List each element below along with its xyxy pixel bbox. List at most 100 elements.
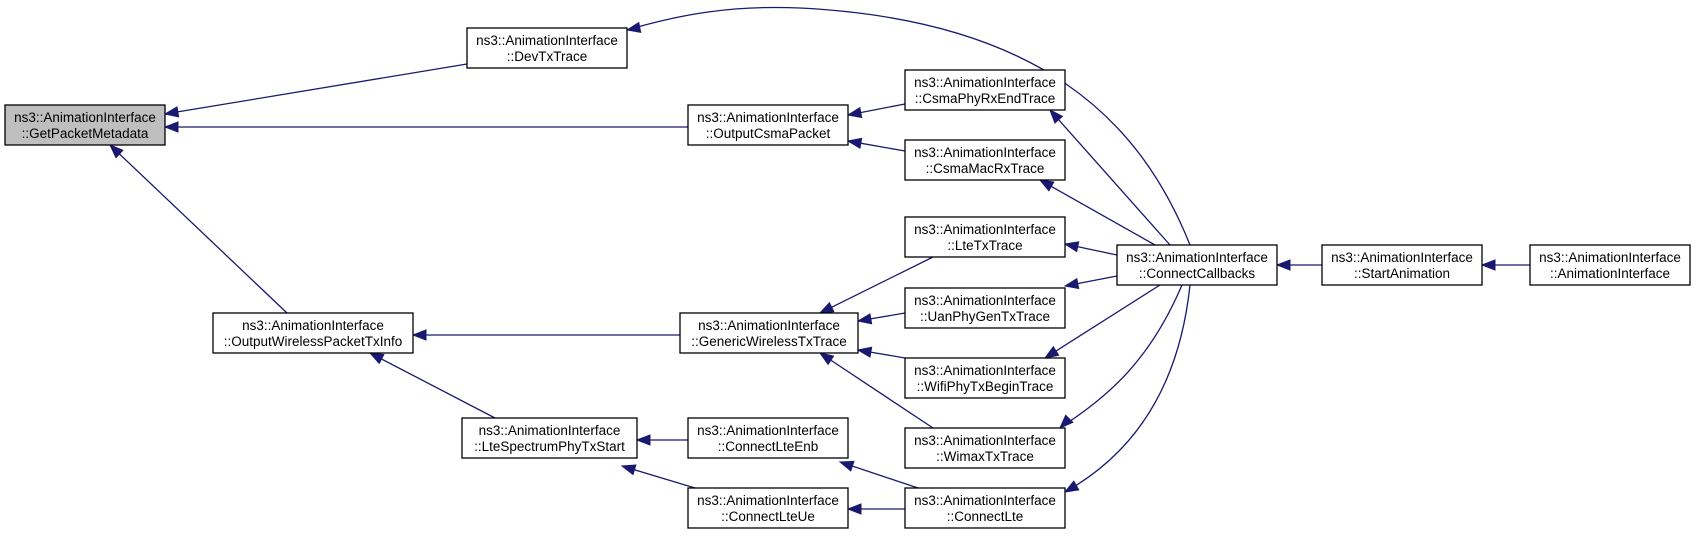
node-csma-phy-rx-end-trace[interactable]: ns3::AnimationInterface::CsmaPhyRxEndTra… [904,69,1066,111]
node-dev-tx-trace[interactable]: ns3::AnimationInterface::DevTxTrace [466,27,628,69]
node-start-animation-method-label: ::StartAnimation [1354,266,1450,281]
node-generic-wireless-tx-trace-box [679,312,859,354]
node-lte-spectrum-phy-tx-start-box [461,417,638,459]
edge-connlte-to-connlteenb-line [851,465,919,489]
node-connect-lte-box [904,487,1066,529]
node-output-wireless-packet-tx-info-namespace-label: ns3::AnimationInterface [242,318,384,333]
node-wimax-tx-trace[interactable]: ns3::AnimationInterface::WimaxTxTrace [904,427,1066,469]
edge-outwifi-to-getpacket-line [118,152,288,314]
edge-csmamac-to-outcsma-arrowhead [846,137,863,149]
node-output-wireless-packet-tx-info-box [212,312,414,354]
node-uan-phy-gen-tx-trace[interactable]: ns3::AnimationInterface::UanPhyGenTxTrac… [904,287,1066,329]
edge-conncb-to-uan [1063,275,1118,290]
node-start-animation-namespace-label: ns3::AnimationInterface [1331,250,1473,265]
node-wifi-phy-tx-begin-trace[interactable]: ns3::AnimationInterface::WifiPhyTxBeginT… [904,357,1066,399]
node-wifi-phy-tx-begin-trace-namespace-label: ns3::AnimationInterface [914,363,1056,378]
edge-csmamac-to-outcsma [846,137,906,152]
node-lte-spectrum-phy-tx-start[interactable]: ns3::AnimationInterface::LteSpectrumPhyT… [461,417,638,459]
edge-ltespec-to-outwifi [368,352,496,419]
node-get-packet-metadata-method-label: ::GetPacketMetadata [22,126,149,141]
edge-devtx-to-getpacket-arrowhead [163,106,180,118]
edge-conncb-to-uan-arrowhead [1063,277,1080,290]
node-lte-spectrum-phy-tx-start-namespace-label: ns3::AnimationInterface [479,423,621,438]
edge-conncb-to-csmamac-line [1050,185,1156,246]
edge-connlte-to-connlteue [846,503,905,515]
node-connect-lte-namespace-label: ns3::AnimationInterface [914,493,1056,508]
edge-outcsma-to-getpacket [163,121,688,133]
node-connect-lte-enb-method-label: ::ConnectLteEnb [718,439,819,454]
edge-outwifi-to-getpacket [108,144,288,314]
node-dev-tx-trace-namespace-label: ns3::AnimationInterface [476,33,618,48]
node-connect-lte[interactable]: ns3::AnimationInterface::ConnectLte [904,487,1066,529]
node-lte-tx-trace-namespace-label: ns3::AnimationInterface [914,222,1056,237]
node-output-csma-packet[interactable]: ns3::AnimationInterface::OutputCsmaPacke… [687,104,849,146]
edge-connlte-to-connlteue-arrowhead [846,503,862,515]
edge-conncb-to-connlte [1063,284,1191,493]
edge-conncb-to-connlte-arrowhead [1063,480,1080,493]
edge-startanim-to-conncb [1275,259,1322,271]
edge-connlteue-to-ltespec [620,464,696,489]
edge-csmaphy-to-outcsma [846,103,906,119]
edge-uan-to-generic-line [869,312,906,320]
edge-conncb-to-ltetx-line [1076,245,1118,256]
edge-conncb-to-wimax [1059,284,1183,429]
node-get-packet-metadata-box [4,104,166,146]
edge-ltespec-to-outwifi-line [380,357,496,419]
edge-conncb-to-csmamac [1038,179,1156,246]
edge-csmaphy-to-outcsma-line [859,103,906,114]
edge-conncb-to-wimax-arrowhead [1059,414,1074,429]
edge-conncb-to-ltetx [1063,241,1118,256]
edge-conncb-to-devtx-arrowhead [625,21,642,33]
edge-wimax-to-generic-arrowhead [818,352,835,366]
node-csma-mac-rx-trace-box [904,139,1066,181]
edge-csmamac-to-outcsma-line [859,142,906,152]
node-csma-mac-rx-trace-method-label: ::CsmaMacRxTrace [926,161,1045,176]
node-generic-wireless-tx-trace[interactable]: ns3::AnimationInterface::GenericWireless… [679,312,859,354]
node-output-csma-packet-namespace-label: ns3::AnimationInterface [697,110,839,125]
node-output-wireless-packet-tx-info[interactable]: ns3::AnimationInterface::OutputWirelessP… [212,312,414,354]
edge-startanim-to-conncb-arrowhead [1275,259,1291,271]
edge-wimax-to-generic [818,352,934,429]
node-animation-interface-box [1529,244,1691,286]
node-start-animation[interactable]: ns3::AnimationInterface::StartAnimation [1321,244,1483,286]
node-dev-tx-trace-box [466,27,628,69]
node-connect-callbacks[interactable]: ns3::AnimationInterface::ConnectCallback… [1116,244,1278,286]
node-connect-callbacks-namespace-label: ns3::AnimationInterface [1126,250,1268,265]
edge-ltetx-to-generic-arrowhead [818,301,835,314]
edge-csmaphy-to-outcsma-arrowhead [846,106,863,119]
edge-conncb-to-wifiphy [1043,284,1161,359]
edge-conncb-to-csmaphy [1049,108,1171,246]
node-csma-mac-rx-trace[interactable]: ns3::AnimationInterface::CsmaMacRxTrace [904,139,1066,181]
edge-connlteue-to-ltespec-arrowhead [620,464,637,476]
node-connect-lte-enb-namespace-label: ns3::AnimationInterface [697,423,839,438]
node-get-packet-metadata[interactable]: ns3::AnimationInterface::GetPacketMetada… [4,104,166,146]
node-wimax-tx-trace-box [904,427,1066,469]
edge-connlte-to-connlteenb-arrowhead [838,460,855,472]
node-connect-lte-enb[interactable]: ns3::AnimationInterface::ConnectLteEnb [687,417,849,459]
node-lte-spectrum-phy-tx-start-method-label: ::LteSpectrumPhyTxStart [474,439,625,454]
node-lte-tx-trace-box [904,216,1066,258]
edge-devtx-to-getpacket [163,63,468,118]
edge-conncb-to-devtx-line [633,6,1191,246]
edge-uan-to-generic-arrowhead [856,313,873,325]
edges-layer [108,6,1530,515]
node-uan-phy-gen-tx-trace-box [904,287,1066,329]
edge-ltetx-to-generic [818,256,934,314]
node-wimax-tx-trace-method-label: ::WimaxTxTrace [936,449,1034,464]
node-csma-mac-rx-trace-namespace-label: ns3::AnimationInterface [914,145,1056,160]
edge-ltetx-to-generic-line [830,256,934,309]
node-generic-wireless-tx-trace-method-label: ::GenericWirelessTxTrace [691,334,847,349]
edge-wifiphy-to-generic-arrowhead [856,346,873,358]
node-get-packet-metadata-namespace-label: ns3::AnimationInterface [14,110,156,125]
edge-outcsma-to-getpacket-arrowhead [163,121,179,133]
node-output-csma-packet-method-label: ::OutputCsmaPacket [706,126,831,141]
node-connect-lte-ue[interactable]: ns3::AnimationInterface::ConnectLteUe [687,487,849,529]
edge-devtx-to-getpacket-line [176,63,468,113]
node-generic-wireless-tx-trace-namespace-label: ns3::AnimationInterface [698,318,840,333]
edge-uan-to-generic [856,312,906,325]
edge-connlteenb-to-ltespec [635,434,688,446]
node-animation-interface[interactable]: ns3::AnimationInterface::AnimationInterf… [1529,244,1691,286]
node-lte-tx-trace[interactable]: ns3::AnimationInterface::LteTxTrace [904,216,1066,258]
edge-animif-to-startanim [1480,259,1530,271]
